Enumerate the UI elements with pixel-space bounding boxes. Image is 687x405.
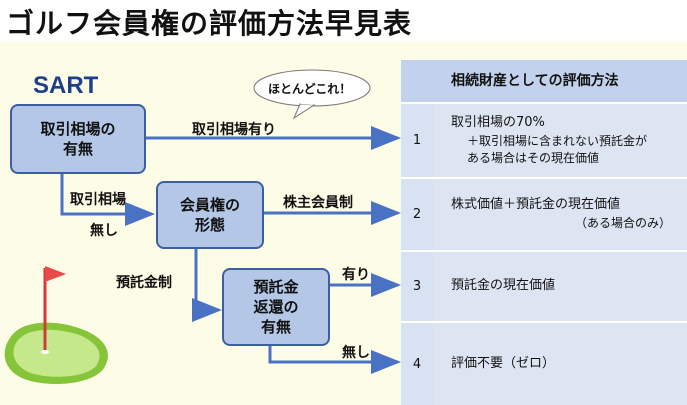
row-line: 預託金の現在価値 xyxy=(451,278,556,294)
row-line: 取引相場の70% xyxy=(451,114,545,130)
box-line: 預託金 xyxy=(253,277,299,296)
table-header-cell: 相続財産としての評価方法 xyxy=(433,60,687,102)
page-title: ゴルフ会員権の評価方法早見表 xyxy=(6,7,413,40)
table-header-num xyxy=(401,60,433,102)
bubble-text: ほとんどこれ！ xyxy=(268,82,352,96)
row-line: ＋取引相場に含まれない預託金が xyxy=(467,133,648,148)
box-line: 会員権の xyxy=(179,195,240,214)
table-header-row: 相続財産としての評価方法 xyxy=(401,60,687,104)
edge-label-market-yes: 取引相場有り xyxy=(192,122,276,138)
arrow-form-to-deposit xyxy=(192,246,222,322)
golf-green-icon xyxy=(4,266,108,384)
edge-label-refund-no: 無し xyxy=(342,345,370,361)
row-number: 1 xyxy=(401,104,433,177)
box-line: 返還の xyxy=(253,297,299,316)
row-cell: 評価不要（ゼロ） xyxy=(433,323,687,405)
table-row: 4 評価不要（ゼロ） xyxy=(401,323,687,405)
row-cell: 株式価値＋預託金の現在価値 （ある場合のみ） xyxy=(433,179,687,250)
box-line: 取引相場の xyxy=(40,119,116,138)
row-number: 2 xyxy=(401,179,433,250)
arrow-market-to-form xyxy=(60,172,155,226)
edge-label-market-no-1: 取引相場 xyxy=(70,192,126,208)
row-number: 3 xyxy=(401,252,433,321)
brand-logo: SART xyxy=(33,72,99,99)
edge-label-refund-yes: 有り xyxy=(342,267,370,283)
box-line: 有無 xyxy=(260,318,291,337)
speech-bubble xyxy=(253,69,371,120)
arrow-deposit-to-4 xyxy=(268,343,401,374)
row-line: 株式価値＋預託金の現在価値 xyxy=(451,197,621,213)
title-bar xyxy=(0,0,687,42)
decision-form-box: 会員権の 形態 xyxy=(156,181,264,249)
table-row: 1 取引相場の70% ＋取引相場に含まれない預託金が ある場合はその現在価値 xyxy=(401,104,687,179)
row-cell: 取引相場の70% ＋取引相場に含まれない預託金が ある場合はその現在価値 xyxy=(433,104,687,177)
row-cell: 預託金の現在価値 xyxy=(433,252,687,321)
box-line: 有無 xyxy=(62,140,93,158)
decision-deposit-box: 預託金 返還の 有無 xyxy=(222,268,330,346)
edge-label-deposit-system: 預託金制 xyxy=(116,275,172,291)
result-table: 相続財産としての評価方法 1 取引相場の70% ＋取引相場に含まれない預託金が … xyxy=(401,60,687,405)
row-line: （ある場合のみ） xyxy=(574,216,671,231)
edge-label-market-no-2: 無し xyxy=(90,223,118,239)
decision-market-box: 取引相場の 有無 xyxy=(10,104,146,174)
box-line: 形態 xyxy=(194,216,225,234)
row-number: 4 xyxy=(401,323,433,405)
table-row: 2 株式価値＋預託金の現在価値 （ある場合のみ） xyxy=(401,179,687,252)
row-line: 評価不要（ゼロ） xyxy=(451,355,556,371)
edge-label-shareholder: 株主会員制 xyxy=(283,195,353,211)
table-row: 3 預託金の現在価値 xyxy=(401,252,687,323)
row-line: ある場合はその現在価値 xyxy=(467,150,600,165)
